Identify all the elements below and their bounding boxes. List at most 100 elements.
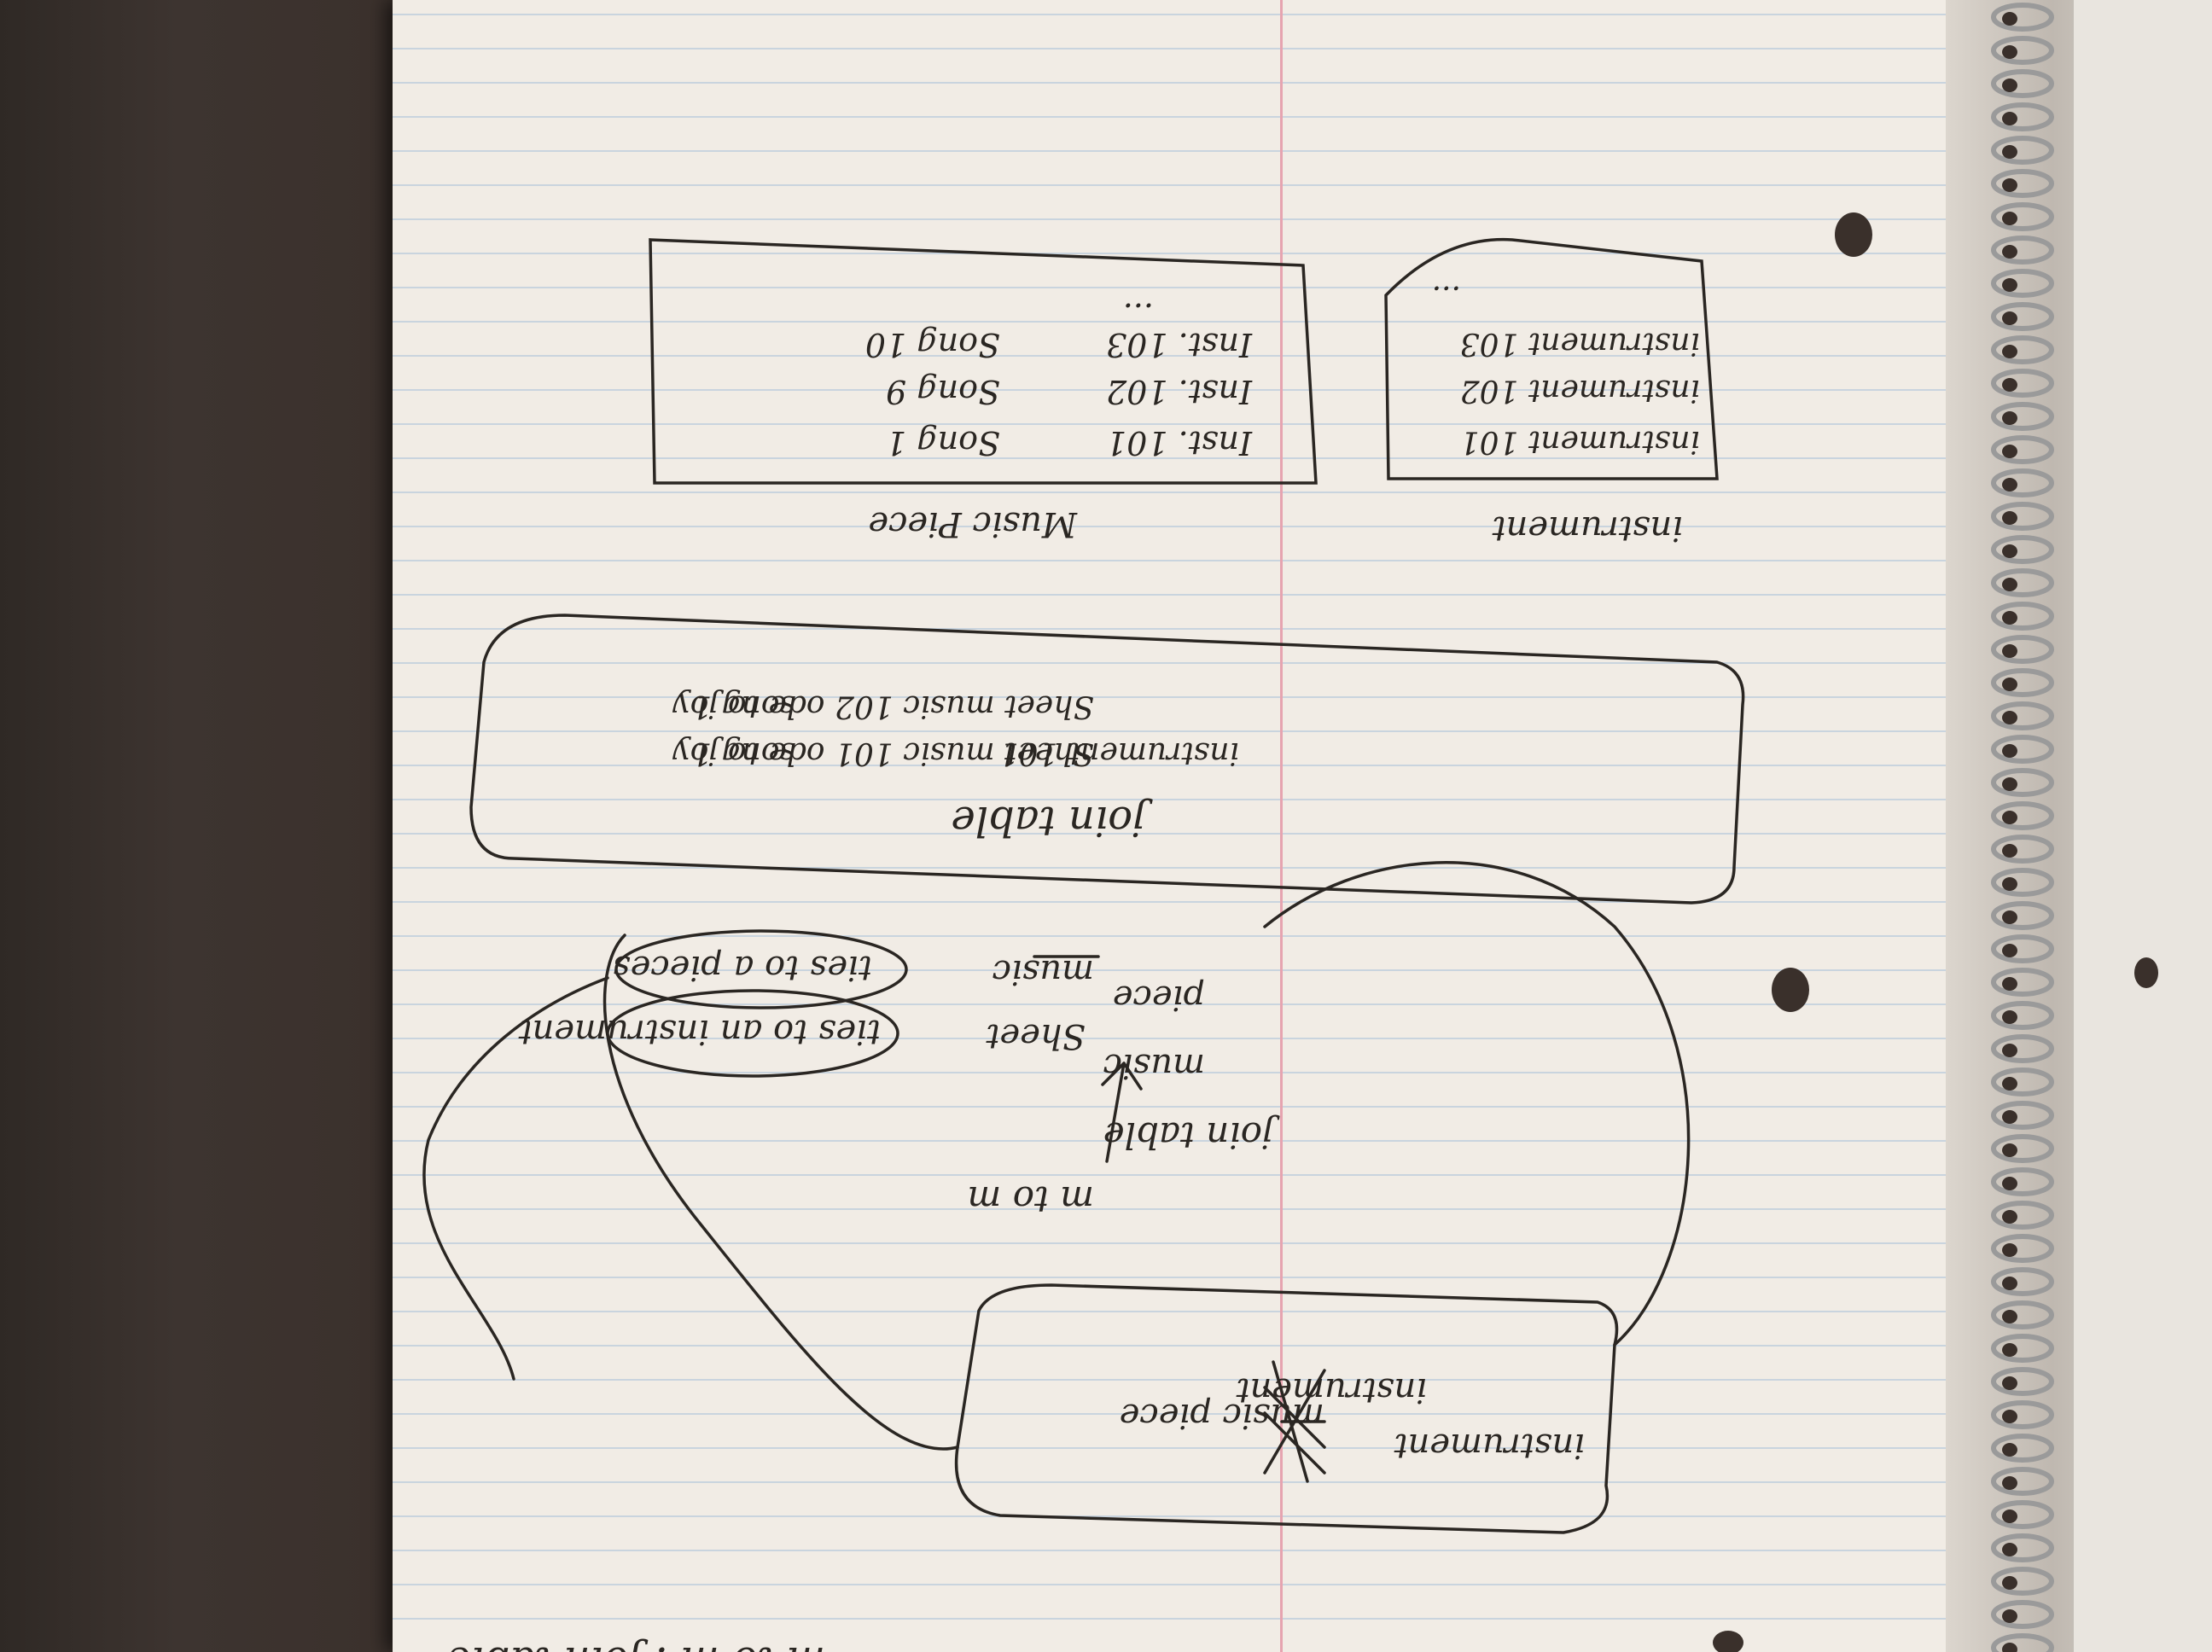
spiral-hole xyxy=(2002,744,2017,758)
spiral-ring xyxy=(1991,1567,2054,1596)
spiral-ring xyxy=(1991,735,2054,764)
spiral-hole xyxy=(2002,245,2017,259)
spiral-hole xyxy=(2002,1243,2017,1257)
notebook-page xyxy=(393,0,2099,1652)
spiral-hole xyxy=(2002,1509,2017,1523)
spiral-hole xyxy=(2002,977,2017,991)
arrow-down-icon xyxy=(1101,1062,1143,1163)
spiral-hole xyxy=(2002,1576,2017,1590)
adjacent-page xyxy=(2074,0,2212,1652)
spiral-hole xyxy=(2002,1044,2017,1057)
left-box-item-1: instrument xyxy=(1394,1426,1585,1465)
m-to-m-label: m to m xyxy=(967,1178,1094,1220)
middle-list-1: music xyxy=(1103,1046,1205,1085)
spiral-ring xyxy=(1991,1600,2054,1629)
spiral-ring xyxy=(1991,402,2054,431)
spiral-hole xyxy=(2002,811,2017,824)
spiral-ring xyxy=(1991,468,2054,497)
spiral-binding-icon xyxy=(1991,3,2054,1652)
spiral-hole xyxy=(2002,1476,2017,1490)
join-row-1-col-3: song 1 xyxy=(692,736,795,771)
spiral-ring xyxy=(1991,1300,2054,1329)
connector-2 xyxy=(1263,861,1691,1347)
spiral-hole xyxy=(2002,544,2017,558)
spiral-ring xyxy=(1991,535,2054,564)
spiral-hole xyxy=(2002,944,2017,957)
spiral-hole xyxy=(2002,445,2017,458)
join-table-arrow-label: join table xyxy=(1103,1114,1280,1156)
ellipse-pieces xyxy=(614,929,908,1009)
spiral-ring xyxy=(1991,136,2054,165)
spiral-hole xyxy=(2002,1310,2017,1323)
spiral-ring xyxy=(1991,1267,2054,1296)
spiral-ring xyxy=(1991,502,2054,531)
spiral-hole xyxy=(2002,844,2017,858)
spiral-hole xyxy=(2002,1410,2017,1423)
spiral-hole xyxy=(2002,678,2017,691)
punched-hole-icon xyxy=(1713,212,2158,1652)
notes-title: m to m : join table xyxy=(446,1637,825,1652)
music-piece-row-1-col-2: Song 1 xyxy=(886,424,1000,462)
spiral-ring xyxy=(1991,701,2054,730)
spiral-ring xyxy=(1991,1500,2054,1529)
spiral-ring xyxy=(1991,1367,2054,1396)
spiral-ring xyxy=(1991,435,2054,464)
spiral-ring xyxy=(1991,1434,2054,1463)
spiral-hole xyxy=(2002,1643,2017,1652)
instrument-row-2: instrument 102 xyxy=(1460,373,1700,408)
spiral-hole xyxy=(2002,711,2017,724)
spiral-ring xyxy=(1991,868,2054,897)
spiral-hole xyxy=(2002,877,2017,891)
ellipse-instrument-label: ties to an instrument xyxy=(518,1012,881,1051)
spiral-hole xyxy=(2002,1609,2017,1623)
spiral-ring xyxy=(1991,335,2054,364)
spiral-hole xyxy=(2002,345,2017,358)
connector-3 xyxy=(422,976,609,1381)
spiral-ring xyxy=(1991,1167,2054,1196)
instrument-label: instrument xyxy=(1492,509,1683,548)
spiral-ring xyxy=(1991,1467,2054,1496)
spiral-hole xyxy=(2002,1277,2017,1290)
spiral-hole xyxy=(2002,378,2017,392)
spiral-ring xyxy=(1991,3,2054,32)
ellipse-pieces-label: ties to a pieces xyxy=(613,948,872,987)
music-piece-label: Music Piece xyxy=(868,504,1078,544)
spiral-hole xyxy=(2002,777,2017,791)
spiral-ring xyxy=(1991,1201,2054,1230)
spiral-hole xyxy=(2002,178,2017,192)
spiral-ring xyxy=(1991,668,2054,697)
spiral-hole xyxy=(2002,145,2017,159)
spiral-ring xyxy=(1991,1633,2054,1652)
instrument-row-1: instrument 101 xyxy=(1460,424,1700,459)
spiral-hole xyxy=(2002,611,2017,625)
spiral-hole xyxy=(2002,1110,2017,1124)
spiral-ring xyxy=(1991,1067,2054,1096)
spiral-ring xyxy=(1991,801,2054,830)
spiral-hole xyxy=(2002,1143,2017,1157)
middle-list-2: Sheet xyxy=(985,1016,1086,1056)
join-table-title: join table xyxy=(951,797,1153,845)
spiral-ring xyxy=(1991,102,2054,131)
spiral-ring xyxy=(1991,635,2054,664)
spiral-ring xyxy=(1991,169,2054,198)
spiral-ring xyxy=(1991,602,2054,631)
join-row-1-col-2: Sheet music 101 ode to joy xyxy=(672,736,1094,771)
middle-list-3: piece xyxy=(1113,978,1205,1017)
spiral-ring xyxy=(1991,568,2054,597)
spiral-hole xyxy=(2002,1010,2017,1024)
fabric-background xyxy=(0,0,444,1652)
join-row-2-col-3: song 1 xyxy=(692,689,795,724)
spiral-ring xyxy=(1991,1101,2054,1130)
spiral-hole xyxy=(2002,79,2017,92)
spiral-hole xyxy=(2002,910,2017,924)
spiral-ring xyxy=(1991,1334,2054,1363)
spiral-ring xyxy=(1991,1400,2054,1429)
spiral-hole xyxy=(2002,1210,2017,1224)
connector-1 xyxy=(602,934,959,1451)
spiral-ring xyxy=(1991,1034,2054,1063)
spiral-ring xyxy=(1991,69,2054,98)
music-piece-row-1-col-1: Inst. 101 xyxy=(1106,424,1253,462)
spiral-hole xyxy=(2002,1443,2017,1457)
music-piece-row-3-col-2: Song 10 xyxy=(865,326,1000,364)
spiral-hole xyxy=(2002,1177,2017,1190)
